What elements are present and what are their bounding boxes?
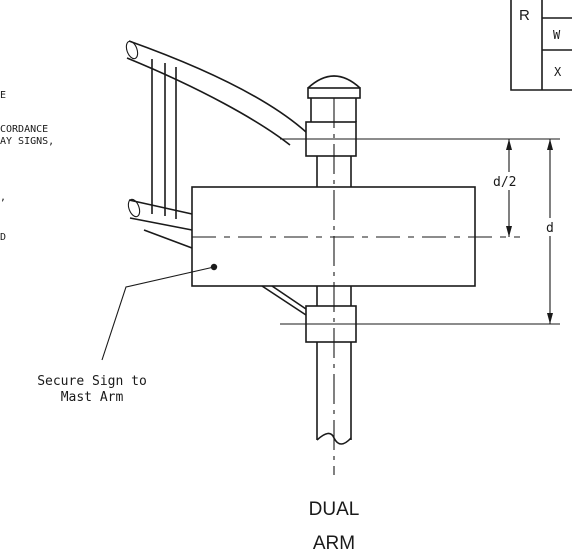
note-line-5: D	[0, 232, 6, 243]
table-row-label: R	[519, 7, 530, 24]
dimension-full-label: d	[546, 221, 554, 236]
note-line-1: E	[0, 90, 6, 101]
table-cell-x: X	[554, 65, 562, 79]
table-fragment: R W X	[510, 0, 572, 91]
note-line-4: ,	[0, 192, 6, 203]
table-cell-w: W	[553, 28, 561, 42]
dimension-half-label: d/2	[493, 175, 516, 190]
dimension-lines: d/2 d	[280, 138, 560, 325]
callout-line-1: Secure Sign to	[37, 374, 147, 389]
caption-line-2: ARM	[313, 533, 355, 554]
note-line-2: CORDANCE	[0, 124, 48, 135]
sign-panel	[191, 186, 520, 287]
callout-line-2: Mast Arm	[61, 390, 124, 405]
note-line-3: AY SIGNS,	[0, 136, 54, 147]
callout: Secure Sign to Mast Arm	[37, 266, 215, 405]
caption-line-1: DUAL	[309, 499, 360, 520]
mast-pole	[305, 75, 361, 475]
mast-arms	[125, 40, 307, 316]
notes-fragment: E CORDANCE AY SIGNS, , D	[0, 90, 54, 243]
caption: DUAL ARM	[309, 499, 360, 554]
